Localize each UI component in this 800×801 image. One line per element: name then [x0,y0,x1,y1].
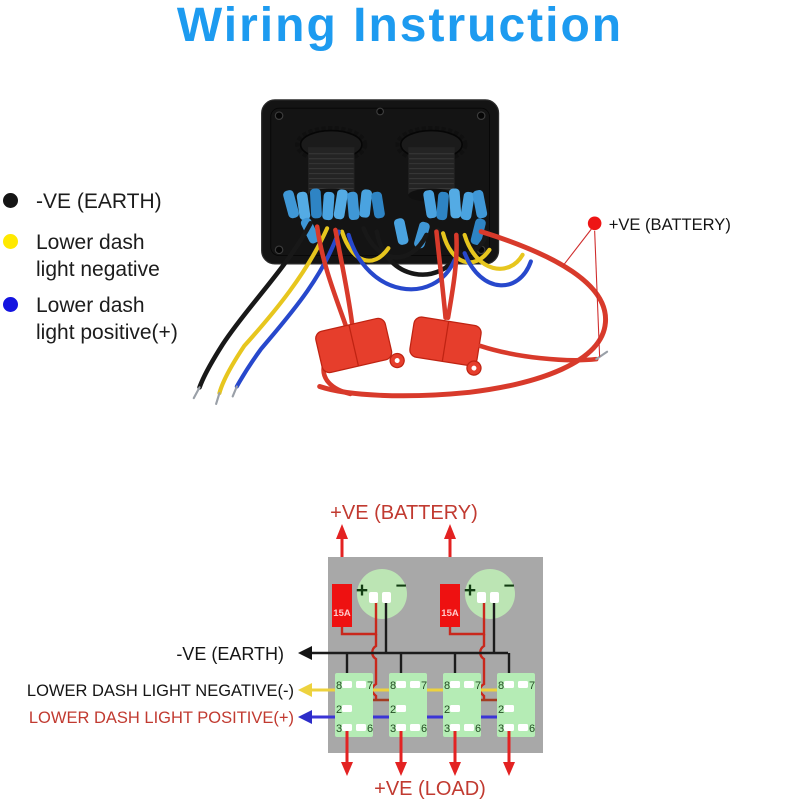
fuse-15a-left: 15A [332,584,352,627]
red-fuse-feed-wire [314,224,348,327]
yellow-loop-wire [441,231,492,265]
red-fuse-feed-wire [434,229,448,321]
svg-text:15A: 15A [333,608,351,619]
blue-dash-wire [234,229,341,389]
minus-sign: − [503,576,514,597]
wire-bare-tip [215,392,221,405]
svg-text:7: 7 [529,680,535,692]
svg-text:8: 8 [444,680,450,692]
earth-label: -VE (EARTH) [176,644,284,664]
earth-bus [311,603,511,681]
wire-bare-tip [595,350,609,361]
switch-4: 8 7 2 3 6 [497,673,535,737]
crimp-connectors [283,188,488,249]
legend-label: -VE (EARTH) [36,190,162,213]
schematic-load-label: +VE (LOAD) [374,778,486,800]
black-loop-wire [435,227,491,257]
svg-text:6: 6 [367,723,373,735]
socket-symbol-left: + − [356,569,407,619]
svg-text:2: 2 [336,704,342,716]
socket-symbol-right: + − [464,569,515,619]
yellow-loop-wire [339,229,391,263]
blue-dot-icon [3,297,18,312]
schematic-battery-label: +VE (BATTERY) [330,502,478,524]
fuse-15a-right: 15A [440,584,460,627]
battery-label: +VE (BATTERY) [609,215,731,234]
positive-label: LOWER DASH LIGHT POSITIVE(+) [29,709,294,727]
negative-label: LOWER DASH LIGHT NEGATIVE(-) [27,682,294,700]
black-loop-wire [361,226,429,260]
svg-text:15A: 15A [441,608,459,619]
negative-arrowhead [298,683,312,697]
callout-leader-line [562,228,592,266]
svg-text:8: 8 [498,680,504,692]
battery-dot [587,216,602,231]
callout-leader-line [594,230,601,357]
svg-text:7: 7 [421,680,427,692]
svg-text:3: 3 [444,723,450,735]
black-earth-wire [197,221,313,390]
red-battery-wire-loop [317,229,608,399]
svg-text:2: 2 [444,704,450,716]
svg-text:3: 3 [390,723,396,735]
wire-bare-tip [192,386,201,400]
legend-label-line1: Lower dash [36,231,145,254]
red-fuse-feed-wire [445,232,459,321]
fuse-holder-left [315,317,405,374]
wire-bare-tip [231,385,238,398]
wiring-schematic: +VE (BATTERY) 15A 15A + − + − [27,502,543,800]
svg-text:7: 7 [367,680,373,692]
legend-label-line1: Lower dash [36,294,145,317]
blue-loop-wire [462,251,533,288]
red-battery-wire-tail [478,343,599,363]
product-photo: +VE (BATTERY) [192,99,731,405]
svg-text:6: 6 [529,723,535,735]
black-dot-icon [3,193,18,208]
switch-3: 8 7 2 3 6 [443,673,481,737]
page-title: Wiring Instruction [176,0,624,52]
svg-text:2: 2 [390,704,396,716]
positive-arrowhead [298,710,312,724]
red-fuse-feed-wire [333,227,355,325]
svg-text:8: 8 [336,680,342,692]
plus-sign: + [356,579,368,602]
svg-text:6: 6 [421,723,427,735]
plus-sign: + [464,579,476,602]
yellow-loop-wire [462,232,525,271]
blue-loop-wire [346,232,457,292]
switch-2: 8 7 2 3 6 [389,673,427,737]
screw-icon [274,107,486,255]
svg-text:7: 7 [475,680,481,692]
battery-callout: +VE (BATTERY) [562,215,731,357]
svg-text:6: 6 [475,723,481,735]
fuse-holder-right [409,316,482,376]
earth-arrowhead [298,646,312,660]
svg-text:3: 3 [336,723,342,735]
load-arrow [341,731,515,776]
minus-sign: − [395,576,406,597]
svg-text:8: 8 [390,680,396,692]
svg-text:3: 3 [498,723,504,735]
positive-feed-wires [340,603,486,701]
svg-text:2: 2 [498,704,504,716]
legend-label-line2: light positive(+) [36,321,178,344]
legend-label-line2: light negative [36,258,160,281]
switch-1: 8 7 2 3 6 [335,673,373,737]
yellow-dot-icon [3,234,18,249]
yellow-dash-wire [217,226,330,396]
